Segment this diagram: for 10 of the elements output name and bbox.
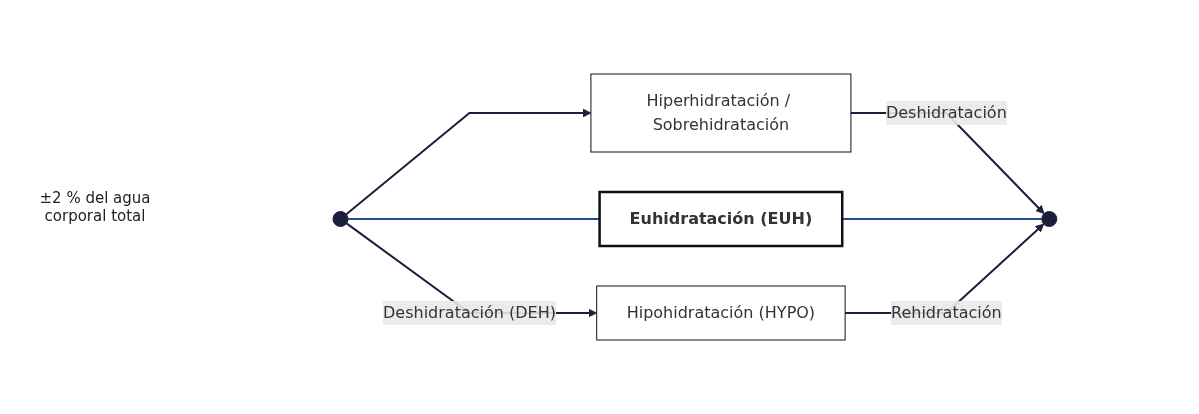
- arrow: [344, 108, 591, 216]
- node-circle: [332, 211, 349, 227]
- edge-label: Rehidratación: [890, 303, 1002, 322]
- range-note: ±2 % del agua corporal total: [38, 189, 152, 225]
- edge-label: Deshidratación (DEH): [382, 303, 556, 322]
- node-box: Hiperhidratación / Sobrehidratación: [590, 73, 851, 153]
- node-box: Hipohidratación (HYPO): [595, 285, 846, 341]
- edge-label: Deshidratación: [885, 103, 1007, 122]
- node-circle: [1040, 211, 1057, 227]
- node-box: Euhidratación (EUH): [597, 190, 844, 248]
